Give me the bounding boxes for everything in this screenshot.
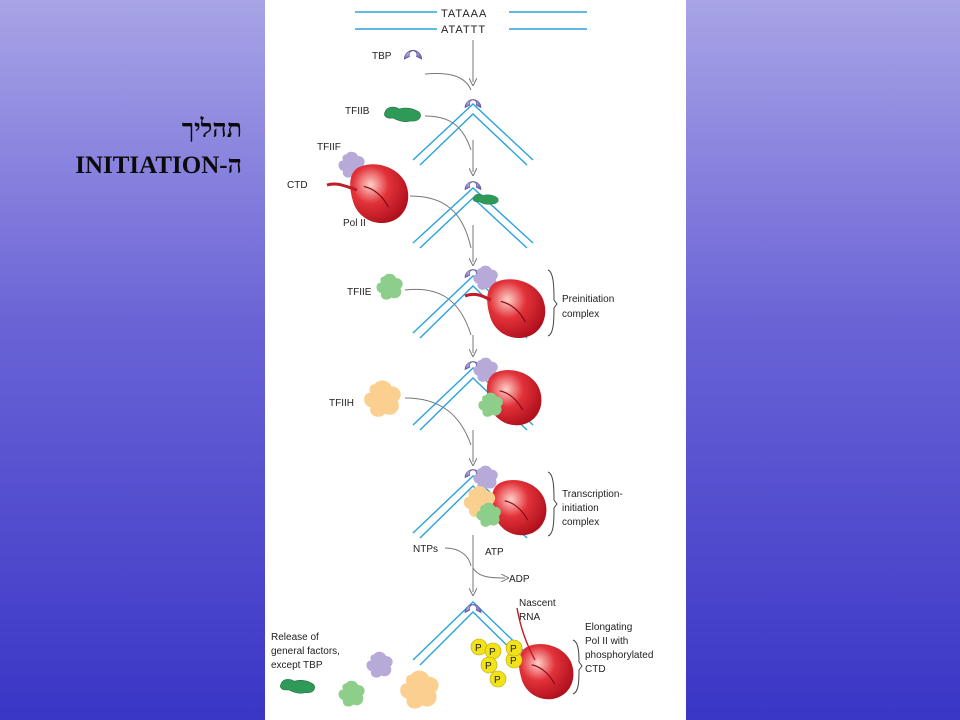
- initiation-diagram-panel: TATAAA ATATTT TBP TFIIB TFIIF CTD Pol: [265, 0, 686, 720]
- transcription-bracket: [547, 471, 558, 537]
- phosphate-circle: [480, 656, 498, 674]
- phosphate-label: P: [510, 644, 517, 655]
- phosphate-label: P: [485, 661, 492, 672]
- ctd-label: CTD: [287, 180, 308, 191]
- phosphate-label: P: [510, 656, 517, 667]
- phosphate-circle: [489, 670, 507, 688]
- phosphate-circle: [505, 639, 523, 657]
- elongating-label-1: Elongating: [585, 622, 632, 633]
- promoter-sequence: TATAAA ATATTT: [355, 8, 587, 36]
- adp-label: ADP: [509, 574, 530, 585]
- release-label-3: except TBP: [271, 660, 323, 671]
- tbp-protein: [403, 50, 423, 60]
- pol2-elongating-icon: [518, 643, 574, 700]
- pol2-bound-icon: [491, 479, 547, 536]
- tfiih-protein: [364, 380, 401, 417]
- sequence-top: TATAAA: [441, 8, 487, 20]
- tfiif-label: TFIIF: [317, 142, 341, 153]
- nascent-label-2: RNA: [519, 612, 540, 623]
- ntps-label: NTPs: [413, 544, 438, 555]
- title-initiation: ה-INITIATION: [75, 152, 242, 179]
- tfiie-protein: [376, 273, 403, 300]
- elongating-label-2: Pol II with: [585, 636, 628, 647]
- tfiif-bound-icon: [473, 465, 498, 490]
- release-label-1: Release of: [271, 632, 319, 643]
- ctd-tail: [326, 182, 358, 192]
- released-tfiih-icon: [400, 670, 439, 709]
- pol2-bound-icon: [486, 278, 546, 339]
- tfiib-label: TFIIB: [345, 106, 370, 117]
- transcription-label-2: initiation: [562, 503, 599, 514]
- tfiih-label: TFIIH: [329, 398, 354, 409]
- release-label-2: general factors,: [271, 646, 340, 657]
- elongating-bracket: [572, 639, 583, 695]
- preinitiation-label-2: complex: [562, 309, 599, 320]
- phosphate-label: P: [475, 643, 482, 654]
- transcription-label-1: Transcription-: [562, 489, 623, 500]
- pol2-label: Pol II: [343, 218, 366, 229]
- pol2-protein: [349, 163, 409, 224]
- phosphate-label: P: [494, 675, 501, 686]
- slide-title: תהליך ה-INITIATION: [75, 112, 242, 184]
- phosphates-group: P P P P P P: [470, 638, 523, 688]
- sequence-bottom: ATATTT: [441, 24, 486, 36]
- transcription-label-3: complex: [562, 517, 599, 528]
- preinitiation-bracket: [547, 269, 558, 337]
- atp-label: ATP: [485, 547, 504, 558]
- tfiib-bound-icon: [472, 193, 499, 205]
- released-tfiie-icon: [338, 680, 365, 707]
- phosphate-label: P: [489, 647, 496, 658]
- nascent-label-1: Nascent: [519, 598, 556, 609]
- tfiib-protein: [384, 106, 421, 122]
- released-tfiif-icon: [366, 651, 393, 678]
- tfiie-label: TFIIE: [347, 287, 372, 298]
- title-hebrew: תהליך: [181, 116, 242, 143]
- elongating-label-3: phosphorylated: [585, 650, 653, 661]
- ctd-bound-icon: [464, 292, 492, 302]
- tbp-label: TBP: [372, 51, 392, 62]
- initiation-diagram: TATAAA ATATTT TBP TFIIB TFIIF CTD Pol: [271, 8, 653, 709]
- preinitiation-label-1: Preinitiation: [562, 294, 614, 305]
- elongating-label-4: CTD: [585, 664, 606, 675]
- released-tfiib-icon: [280, 679, 315, 694]
- nascent-rna-strand: [516, 607, 536, 661]
